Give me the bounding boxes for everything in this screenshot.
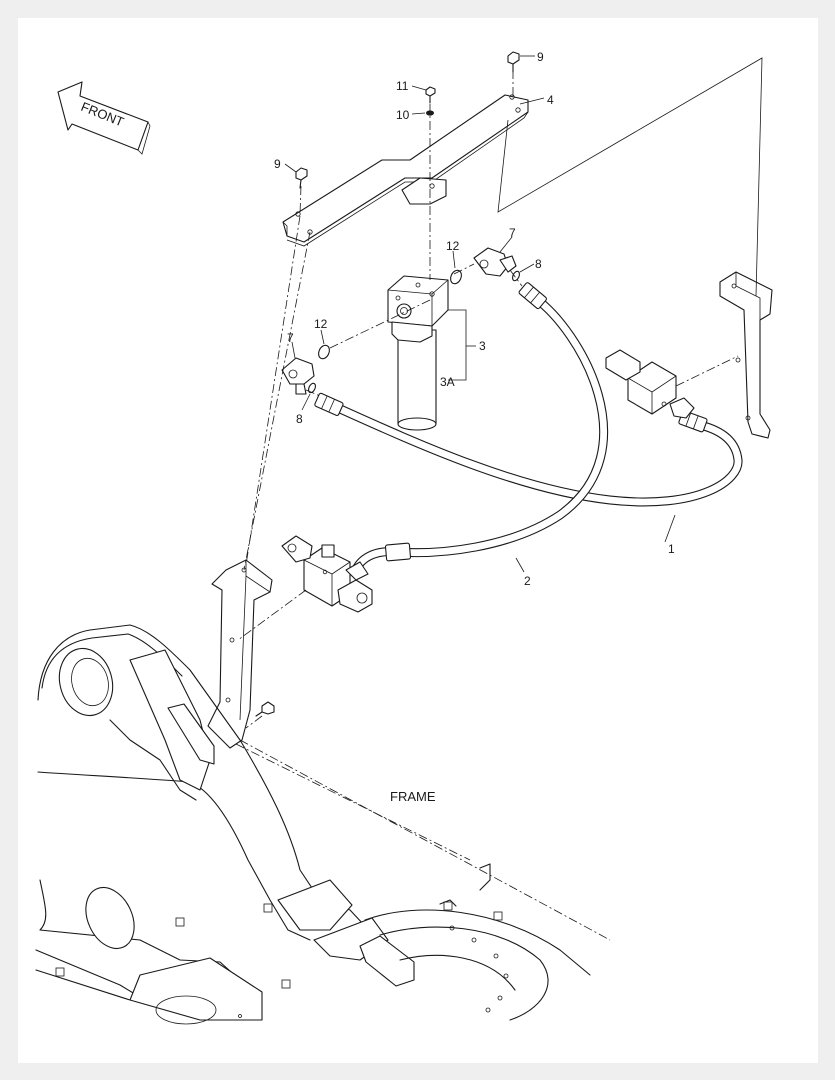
oring-12-lower	[318, 344, 330, 360]
front-direction-arrow: FRONT	[57, 81, 151, 155]
bracket-bolt	[255, 701, 275, 717]
callout-8-lower: 8	[296, 412, 303, 426]
callout-3a: 3A	[440, 375, 455, 389]
callout-4: 4	[547, 93, 554, 107]
reference-lines	[235, 57, 763, 941]
callout-11: 11	[396, 79, 409, 93]
callout-1: 1	[668, 542, 675, 556]
callout-7-lower: 7	[287, 331, 294, 345]
oring-8-upper	[512, 270, 520, 282]
parts-diagram: FRONT	[18, 18, 818, 1063]
oring-8-lower	[308, 382, 316, 394]
frame-label: FRAME	[390, 789, 436, 804]
return-filter	[387, 275, 449, 431]
callout-7-upper: 7	[509, 226, 516, 240]
elbow-fitting-7-upper	[473, 247, 517, 277]
callout-9-left: 9	[274, 157, 281, 171]
hose-1	[314, 392, 743, 507]
bolt-11	[425, 86, 436, 104]
right-mounting-bracket	[719, 271, 773, 439]
callout-10: 10	[396, 108, 410, 122]
oring-12-upper	[450, 269, 462, 285]
diagram-canvas: FRONT	[35, 50, 773, 1025]
filter-mounting-bracket	[282, 94, 529, 247]
left-mounting-bracket	[207, 559, 273, 749]
bolt-9-right	[507, 51, 520, 73]
left-valve-block	[281, 535, 373, 613]
callout-8-upper: 8	[535, 257, 542, 271]
machine-frame	[35, 624, 591, 1025]
callout-12-lower: 12	[314, 317, 328, 331]
callout-leaders	[284, 55, 676, 573]
callout-9-right: 9	[537, 50, 544, 64]
callout-12-upper: 12	[446, 239, 460, 253]
right-valve-assembly	[605, 349, 695, 419]
callout-labels: 9 4 9 11 10 12 7 8 12 7 8 3 3A 1 2 FRAME	[274, 50, 675, 804]
callout-3: 3	[479, 339, 486, 353]
elbow-fitting-7-lower	[281, 357, 315, 395]
bolt-9-left	[295, 167, 308, 189]
callout-2: 2	[524, 574, 531, 588]
